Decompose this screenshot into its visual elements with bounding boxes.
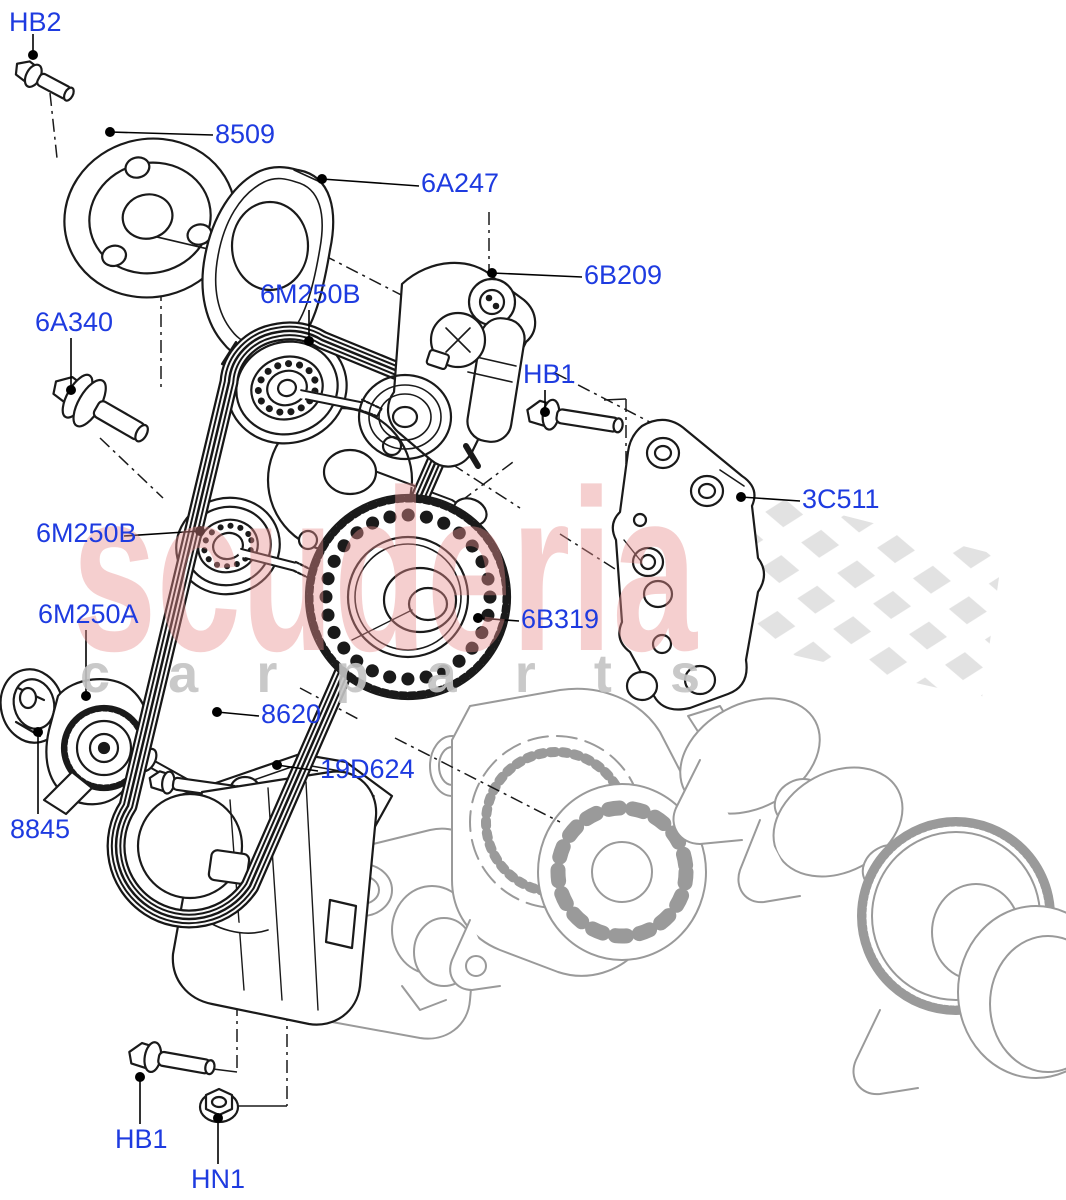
part-label-hb1-upper[interactable]: HB1 [523, 359, 576, 389]
crankshaft-reference-drawing [672, 697, 1066, 1096]
part-label-3c511[interactable]: 3C511 [802, 484, 880, 514]
part-label-19d624[interactable]: 19D624 [320, 754, 415, 784]
part-label-8620[interactable]: 8620 [261, 699, 322, 729]
part-label-6b209[interactable]: 6B209 [584, 260, 663, 290]
part-label-8509[interactable]: 8509 [215, 119, 276, 149]
bracket-3c511-drawing [611, 418, 766, 711]
part-label-6m250b-left[interactable]: 6M250B [36, 518, 137, 548]
part-label-6m250b-upper[interactable]: 6M250B [260, 279, 361, 309]
pulley-8509-drawing [63, 137, 237, 299]
cover-8845-drawing [0, 668, 65, 744]
part-label-6a340[interactable]: 6A340 [35, 307, 114, 337]
part-label-6m250a[interactable]: 6M250A [38, 599, 139, 629]
bolt-hb1-upper-drawing [526, 398, 624, 434]
part-label-6a247[interactable]: 6A247 [421, 168, 500, 198]
watermark-brand-text: scuderia [72, 442, 698, 699]
nut-hn1-drawing [198, 1087, 240, 1124]
part-label-8845[interactable]: 8845 [10, 814, 71, 844]
part-label-hb1-lower[interactable]: HB1 [115, 1124, 168, 1154]
compressor-drawing [136, 770, 378, 1026]
cover-6a247-drawing [201, 166, 335, 371]
watermark-subtext: c a r p a r t s [80, 644, 700, 704]
brand-watermark: scuderia c a r p a r t s [72, 442, 700, 704]
bolt-6a340-drawing [52, 373, 149, 443]
part-label-hb2[interactable]: HB2 [9, 7, 62, 37]
checkered-flag-watermark [718, 492, 1002, 698]
part-label-hn1[interactable]: HN1 [191, 1164, 246, 1194]
tensioner-6b209-drawing [357, 261, 537, 469]
part-label-6b319[interactable]: 6B319 [521, 604, 600, 634]
bolt-hb1-lower-drawing [128, 1041, 216, 1076]
idler-6m250b-left-drawing [175, 496, 314, 596]
idler-6m250b-upper-drawing [226, 331, 383, 445]
sprocket-6b319-drawing [304, 493, 512, 701]
bolt-hb2-drawing [14, 60, 75, 102]
callout-dots [28, 50, 746, 1123]
alternator-reference-drawing [429, 687, 707, 991]
